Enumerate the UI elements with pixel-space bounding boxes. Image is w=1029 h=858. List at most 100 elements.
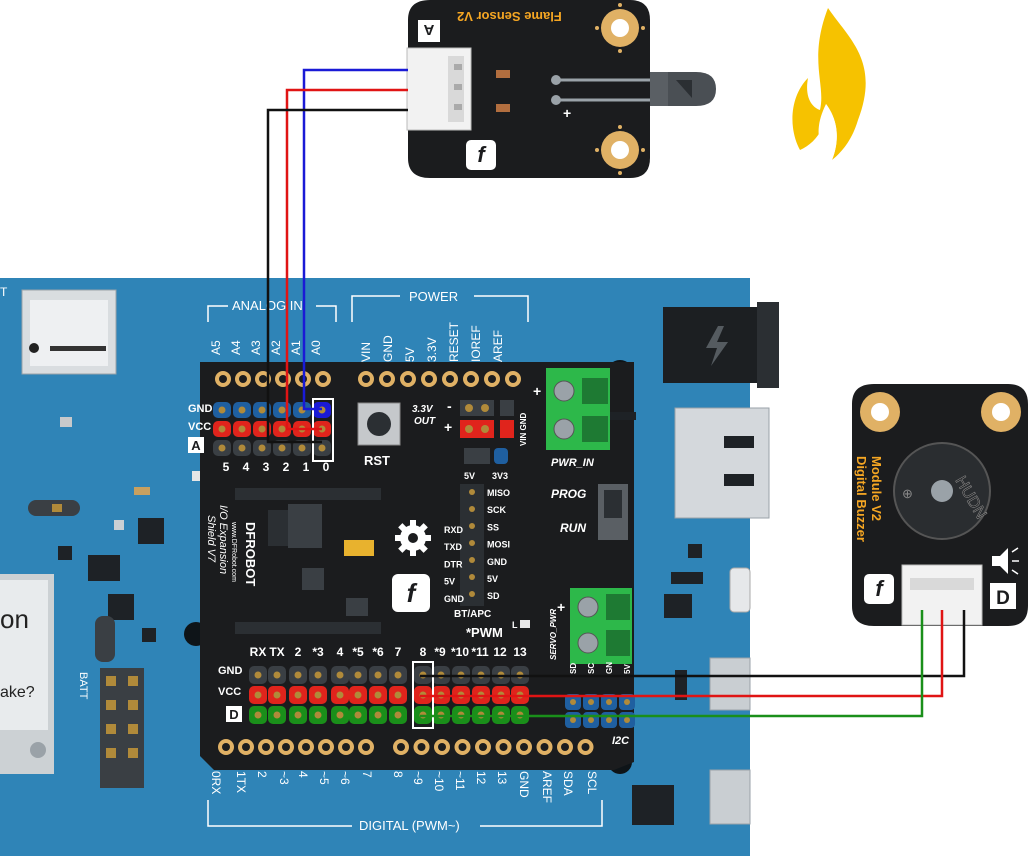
l-led-label: L — [512, 620, 518, 630]
spi-left-label: GND — [444, 594, 465, 604]
svg-text:f: f — [407, 578, 418, 608]
board-digital-label: SCL — [585, 771, 599, 795]
board-power-label: GND — [381, 335, 395, 362]
spi-right-label: SCK — [487, 505, 507, 515]
lcd-screen: on ake? — [0, 574, 54, 774]
buzzer-module: Digital Buzzer Module V2 HUDN ⊕ D f — [852, 384, 1028, 626]
v33-label: 3V3 — [492, 471, 508, 481]
board-digital-label: 0RX — [209, 771, 223, 794]
board-power-label: VIN — [359, 342, 373, 362]
board-digital-label: 8 — [391, 771, 405, 778]
board-digital-label: ~9 — [411, 771, 425, 785]
board-power-label: 5V — [403, 347, 417, 362]
shield-name-1: I/O Expansion — [217, 505, 229, 574]
board-digital-label: 4 — [296, 771, 310, 778]
capacitor — [344, 540, 374, 556]
board-analog-label: A2 — [269, 340, 283, 355]
digital-badge-text: D — [229, 707, 238, 722]
buzzer-vcc-wire — [420, 610, 944, 698]
buzzer-title-line2: Module V2 — [869, 456, 884, 521]
rst-button[interactable] — [357, 402, 401, 446]
digital-pin-number: *5 — [352, 645, 364, 659]
flame-sensor-module: Flame Sensor V2 A + f — [406, 0, 716, 178]
digital-pin-number: *11 — [471, 645, 489, 659]
batt-label: BATT — [77, 672, 89, 700]
pwr-in-terminal — [546, 368, 636, 450]
buzzer-title-line1: Digital Buzzer — [854, 456, 869, 542]
board-digital-label: 2 — [255, 771, 269, 778]
board-analog-label: A5 — [209, 340, 223, 355]
svg-text:f: f — [477, 142, 487, 167]
ir-led — [650, 72, 716, 106]
svg-text:f: f — [875, 576, 885, 601]
analog-pin-number: 0 — [323, 460, 330, 474]
header-outlines — [207, 295, 603, 827]
digital-vcc-label: VCC — [218, 686, 241, 698]
board-digital-label: SDA — [561, 771, 575, 796]
brand-label: DFROBOT — [243, 522, 258, 586]
dfrobot-logo-icon: f — [392, 574, 430, 612]
buzzer-gnd-wire — [420, 610, 966, 678]
digital-pin-number: 2 — [295, 645, 302, 659]
digital-pin-number: *3 — [312, 645, 324, 659]
shield-name-2: Shield V7 — [205, 515, 217, 563]
buzzer-type-badge-text: D — [996, 588, 1010, 609]
digital-pin-number: *10 — [451, 645, 469, 659]
digital-badge — [226, 706, 242, 722]
spi-right-label: MISO — [487, 488, 510, 498]
pwr-in-label: PWR_IN — [551, 457, 595, 469]
servo-pwr-label: SERVO_PWR — [549, 609, 558, 660]
board-digital-label: ~5 — [317, 771, 331, 785]
flame-plus-mark: + — [563, 105, 571, 121]
digital-pin-number: 12 — [493, 645, 507, 659]
rst-label: RST — [364, 453, 390, 468]
analog-pin-number: 4 — [243, 460, 250, 474]
wires — [266, 68, 966, 718]
board-analog-label: A4 — [229, 340, 243, 355]
spi-left-label: RXD — [444, 525, 464, 535]
digital-gnd-label: GND — [218, 665, 243, 677]
servo-plus: + — [557, 599, 565, 615]
spi-left-label: 5V — [444, 577, 455, 587]
board-digital-label: 13 — [495, 771, 509, 785]
spi-right-label: MOSI — [487, 540, 510, 550]
power-title: POWER — [409, 289, 458, 304]
gear-icon — [395, 520, 431, 556]
digital-pin-number: 4 — [337, 645, 344, 659]
digital-pin-number: *6 — [372, 645, 384, 659]
i2c-label: I2C — [612, 735, 630, 747]
board-digital-label: AREF — [540, 771, 554, 803]
board-digital-label: ~10 — [432, 771, 446, 792]
board-analog-label: A0 — [309, 340, 323, 355]
analog-vcc-label: VCC — [188, 421, 211, 433]
screen-text-2: ake? — [0, 684, 35, 701]
spi-right-label: 5V — [487, 574, 498, 584]
v5-label: 5V — [464, 471, 475, 481]
voltage-jumper[interactable] — [464, 448, 490, 464]
analog-badge-text: A — [191, 438, 201, 453]
i2c-pin-label: 5V — [623, 664, 632, 674]
flame-gnd-wire — [266, 108, 408, 444]
flame-signal-wire — [302, 68, 408, 411]
i2c-pin-label: SD — [569, 663, 578, 674]
speaker-icon — [992, 547, 1019, 575]
analog-gnd-label: GND — [188, 403, 213, 415]
sd-card-slot — [21, 289, 117, 375]
dfrobot-logo-icon: f — [864, 574, 894, 604]
i2c-pin-label: SC — [587, 663, 596, 674]
spi-right-label: GND — [487, 557, 508, 567]
buzzer-plus-mark: ⊕ — [902, 486, 913, 501]
i2c-pin-label: GN — [605, 662, 614, 674]
jumper — [95, 616, 115, 662]
dfrobot-logo-icon: f — [466, 140, 496, 170]
spi-left-label: DTR — [444, 559, 463, 569]
spi-right-label: SD — [487, 591, 500, 601]
board-digital-label: GND — [517, 771, 531, 798]
board-digital-label: ~11 — [453, 771, 467, 791]
analog-pin-number: 2 — [283, 460, 290, 474]
board-power-label: IOREF — [469, 325, 483, 362]
lightning-icon — [706, 326, 728, 366]
buzzer-component: HUDN ⊕ — [893, 442, 991, 540]
